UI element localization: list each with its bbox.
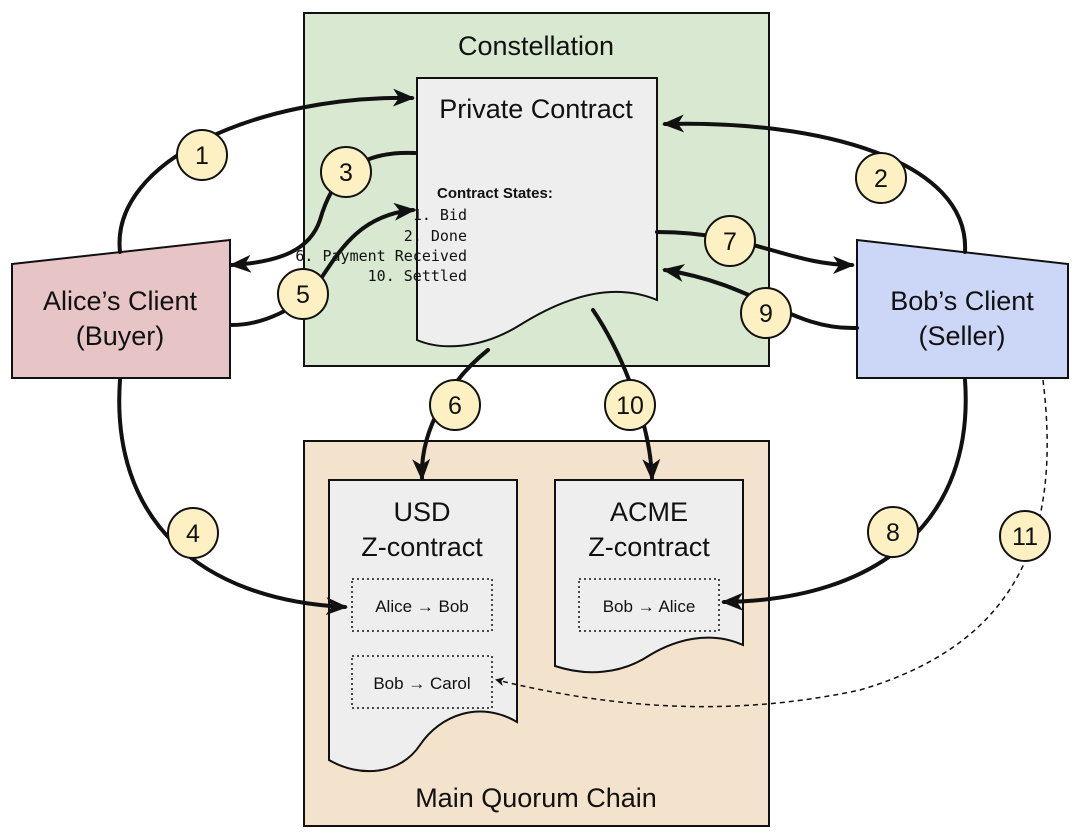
step-marker: 6 (429, 379, 481, 431)
step-number: 11 (1012, 523, 1038, 551)
step-number: 6 (448, 392, 462, 420)
alice-client-role: (Buyer) (76, 321, 165, 351)
bob-client-box (856, 238, 1069, 379)
step-marker: 11 (999, 510, 1051, 562)
flow-arrow-2 (662, 114, 968, 254)
contract-states-heading: Contract States: (437, 185, 553, 202)
step-number: 4 (186, 520, 200, 548)
alice-client-label: Alice’s Client (43, 286, 198, 316)
step-marker: 5 (277, 268, 329, 320)
contract-state-item: 10. Settled (368, 267, 467, 285)
contract-state-item: 2. Done (404, 227, 467, 245)
usd-zcontract-subtitle: Z-contract (361, 532, 483, 562)
step-marker: 7 (704, 215, 756, 267)
step-marker: 1 (176, 129, 228, 181)
step-marker: 3 (320, 146, 372, 198)
usd-zcontract-document (328, 479, 518, 773)
bob-client-role: (Seller) (918, 321, 1005, 351)
step-marker: 2 (855, 152, 907, 204)
bob-client-label: Bob’s Client (890, 286, 1034, 316)
ledger-entry-box (578, 578, 720, 632)
ledger-entry: Alice → Bob (375, 597, 469, 616)
step-number: 2 (874, 165, 888, 193)
flow-arrow-7 (655, 230, 855, 274)
step-marker: 8 (867, 506, 919, 558)
step-number: 5 (296, 281, 310, 309)
acme-zcontract-title: ACME (610, 497, 688, 527)
usd-zcontract-title: USD (393, 497, 450, 527)
step-number: 7 (723, 228, 737, 256)
contract-state-item: 1. Bid (413, 206, 467, 224)
private-contract-document (416, 77, 658, 348)
step-marker: 10 (604, 379, 656, 431)
private-contract-title: Private Contract (439, 94, 633, 124)
step-number: 1 (195, 142, 209, 170)
contract-state-item: 6. Payment Received (295, 247, 467, 265)
step-number: 3 (339, 159, 353, 187)
step-number: 10 (616, 392, 644, 420)
ledger-entry-box (351, 578, 493, 632)
step-marker: 9 (740, 287, 792, 339)
step-number: 9 (759, 300, 773, 328)
alice-client-box (11, 238, 231, 379)
ledger-entry: Bob → Alice (603, 597, 696, 616)
constellation-title: Constellation (458, 31, 614, 61)
flow-arrow-3 (229, 150, 417, 273)
step-number: 8 (886, 519, 900, 547)
flow-arrow-11 (495, 379, 1048, 708)
acme-zcontract-document (554, 479, 744, 674)
step-marker: 4 (167, 507, 219, 559)
ledger-entry: Bob → Carol (373, 674, 470, 693)
ledger-entry-box (351, 655, 493, 709)
quorum-title: Main Quorum Chain (415, 783, 657, 813)
acme-zcontract-subtitle: Z-contract (588, 532, 710, 562)
